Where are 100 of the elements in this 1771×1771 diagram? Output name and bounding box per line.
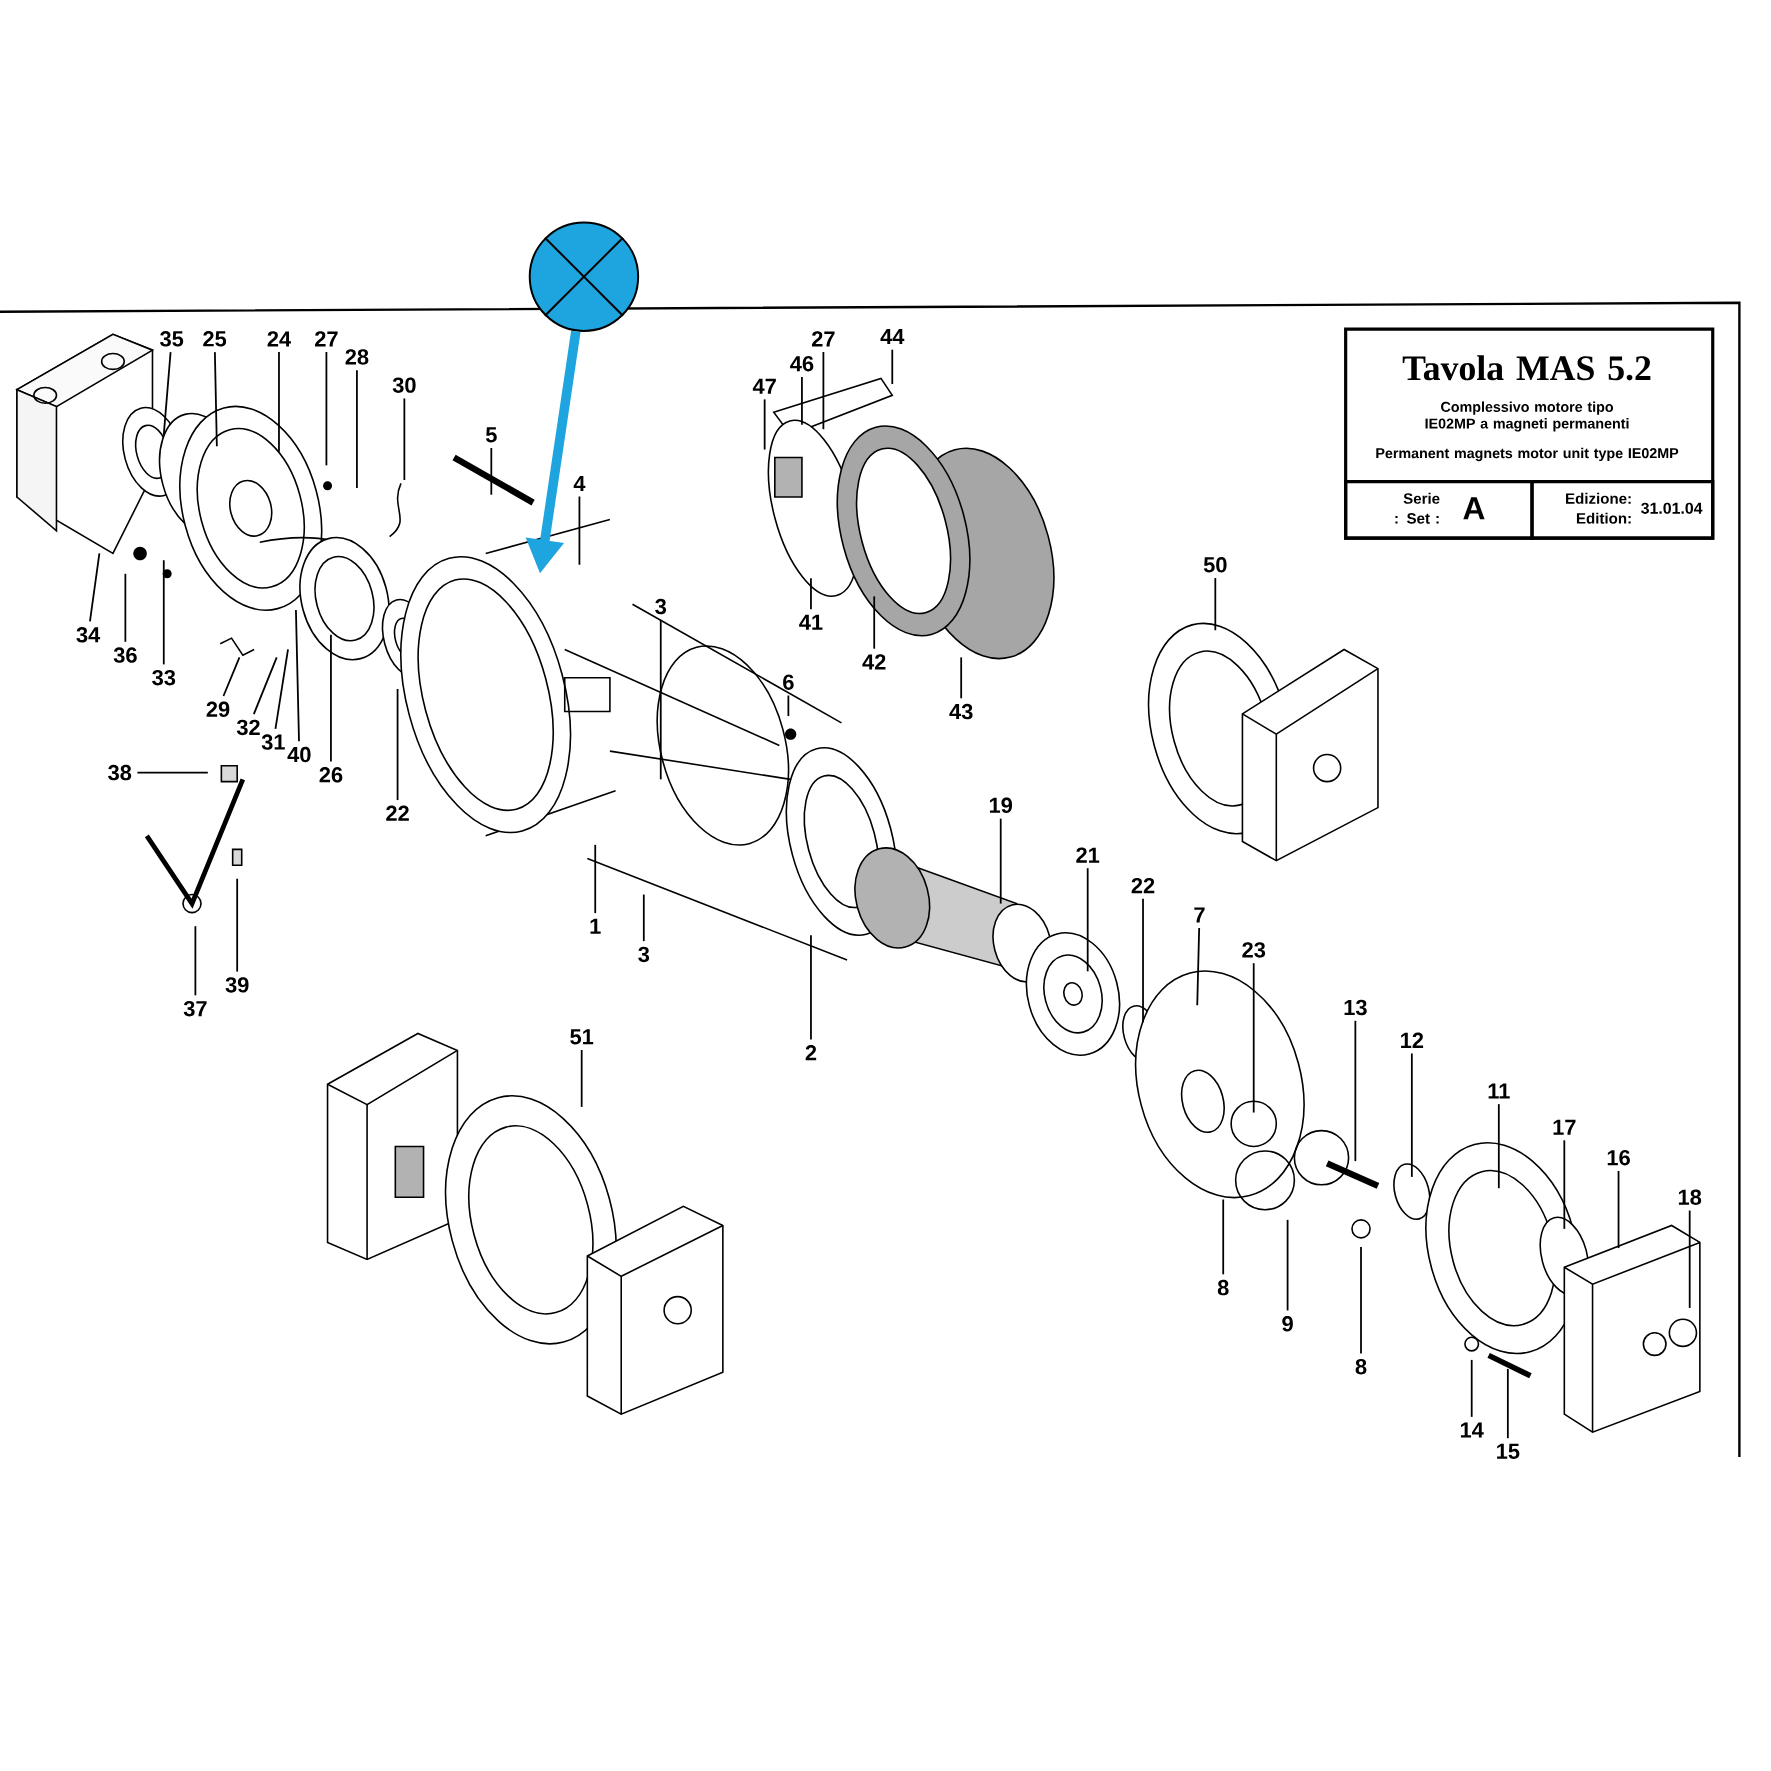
leader-line [136,771,209,774]
leader-line [236,877,239,973]
callout-number: 31 [261,734,285,750]
callout-number: 39 [225,977,249,993]
callout-number: 8 [1217,1279,1229,1296]
callout-number: 40 [287,746,311,763]
leader-line [356,369,358,489]
callout-number: 26 [319,767,343,783]
leader-line [763,398,766,451]
callout-number: 32 [236,719,260,736]
title-cell: Edizione: Edition: 31.01.04 [1530,480,1715,540]
leader-line [278,351,280,453]
callout-number: 36 [113,647,137,663]
leader-line [274,648,289,730]
leader-line [1354,1019,1357,1162]
leader-line [1410,1052,1413,1178]
callout-number: 5 [485,427,497,443]
leader-line [194,925,197,997]
leader-line [1563,1139,1566,1230]
leader-line [642,893,645,942]
callout-number: 25 [203,331,227,347]
leader-line [1506,1368,1509,1440]
leader-line [1470,1359,1473,1418]
leader-line [1688,1209,1691,1309]
target-circle [528,221,640,332]
callout-number: 2 [805,1045,817,1061]
leader-line [295,609,300,743]
callout-number: 46 [790,355,814,372]
leader-line [810,577,812,611]
callout-number: 22 [1131,877,1155,894]
callout-number: 16 [1607,1150,1630,1166]
callout-number: 3 [638,946,650,963]
callout-number: 11 [1488,1083,1510,1099]
leader-line [396,688,399,801]
callout-number: 1 [590,918,601,934]
callout-number: 15 [1497,1443,1520,1459]
leader-line [325,351,328,467]
leader-line [162,351,172,436]
callout-number: 8 [1355,1358,1367,1375]
leader-line [1142,897,1144,1024]
callout-number: 12 [1401,1032,1424,1048]
leader-line [1252,962,1255,1114]
callout-number: 43 [949,703,973,720]
leader-line [1497,1103,1500,1190]
leader-line [403,397,406,481]
callout-number: 14 [1460,1422,1484,1438]
title-cell: Serie : Set : A [1344,480,1534,540]
callout-number: 34 [76,627,101,643]
leader-line [1086,867,1089,973]
callout-number: 37 [183,1000,207,1017]
callout-number: 44 [880,329,905,345]
leader-line [960,656,963,700]
callout-number: 42 [862,654,886,670]
leader-line [1214,577,1217,632]
leader-line [1222,1198,1225,1276]
leader-line [822,351,825,431]
callout-number: 30 [392,377,416,393]
callout-number: 7 [1194,907,1205,923]
callout-number: 24 [267,331,291,347]
callout-number: 28 [345,349,369,365]
leader-line [1286,1218,1289,1312]
callout-number: 13 [1344,999,1367,1016]
leader-line [891,348,894,385]
leader-line [222,656,241,697]
leader-line [89,552,101,623]
callout-number: 17 [1553,1119,1576,1135]
callout-number: 3 [655,598,667,615]
callout-number: 41 [799,614,823,630]
callout-number: 19 [989,797,1013,814]
callout-number: 47 [752,378,776,394]
leader-line [999,817,1002,905]
leader-line [124,572,127,643]
leader-line [580,1049,583,1108]
callout-number: 27 [315,331,338,347]
leader-line [873,595,876,650]
leader-line [787,694,790,717]
leader-line [659,618,662,781]
leader-line [252,656,278,715]
callout-number: 27 [812,331,835,347]
leader-line [594,843,597,914]
callout-number: 9 [1282,1316,1293,1332]
leader-line [578,495,581,566]
leader-line [1617,1170,1620,1249]
leader-line [801,376,803,426]
callout-number: 23 [1242,942,1266,958]
leader-line [490,447,493,496]
callout-number: 6 [783,674,794,690]
callout-number: 22 [386,805,409,821]
callout-number: 50 [1203,557,1227,573]
callout-number: 33 [152,669,176,686]
callout-number: 29 [206,701,230,717]
leader-line [162,559,165,666]
leader-line [1360,1246,1362,1355]
callout-number: 4 [573,475,586,491]
callout-number: 35 [160,331,184,347]
leader-line [1196,927,1201,1007]
callout-number: 18 [1678,1189,1702,1205]
callout-number: 21 [1076,847,1100,863]
leader-line [810,934,812,1041]
callout-number: 51 [570,1029,594,1045]
